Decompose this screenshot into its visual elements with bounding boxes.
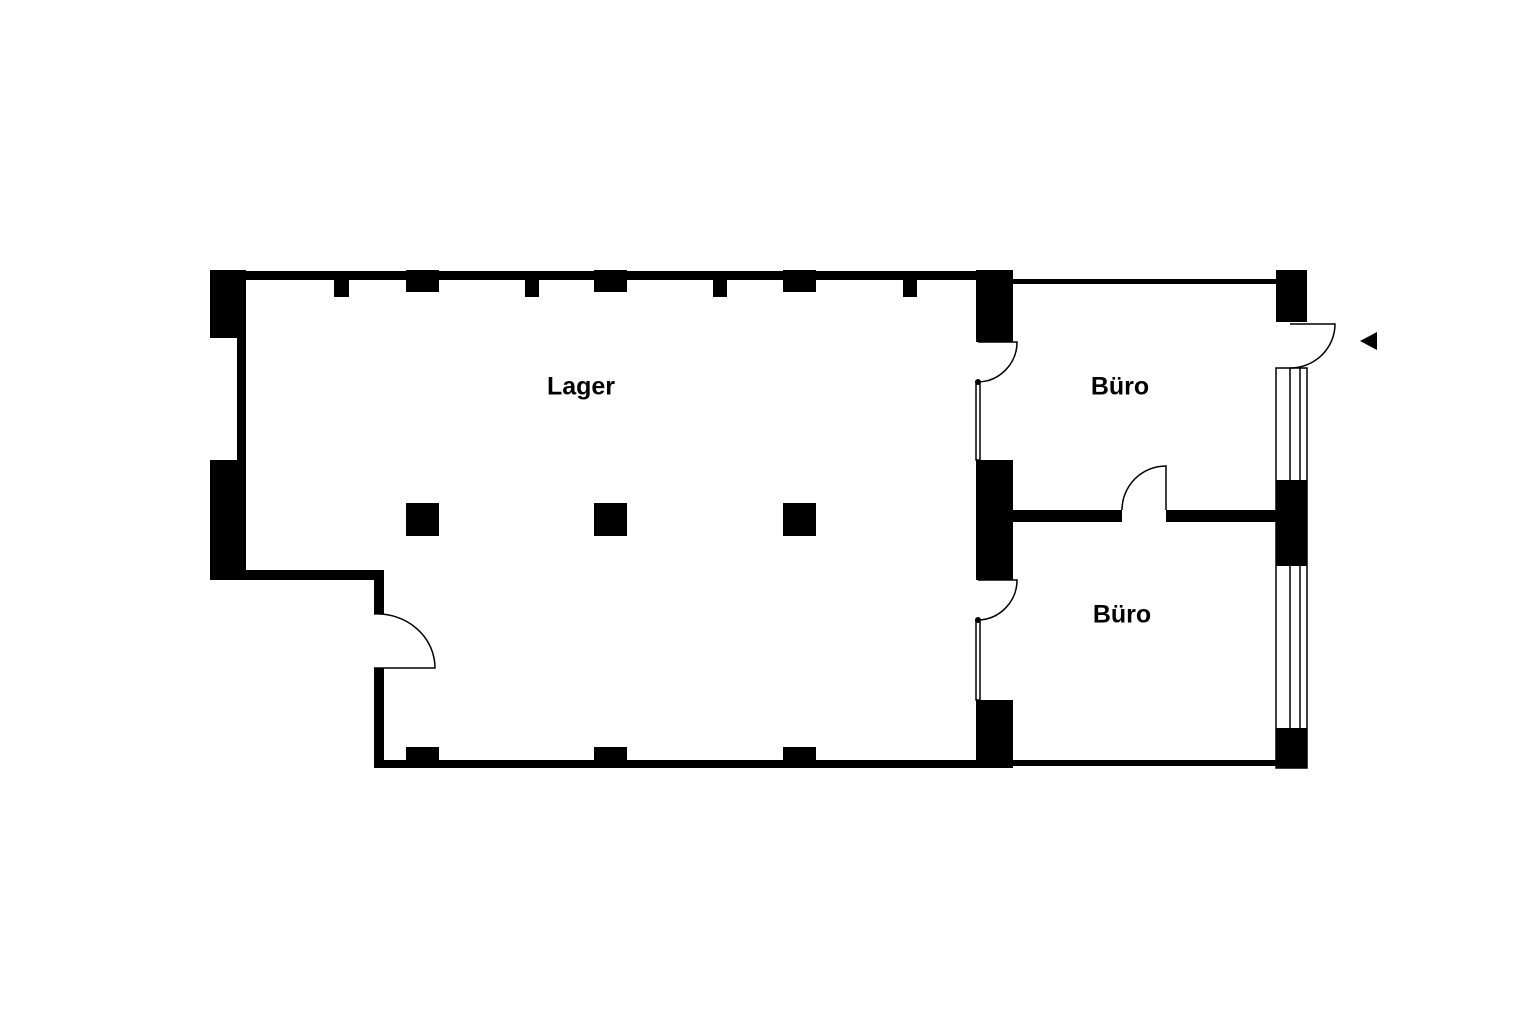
door-entrance [1289,323,1336,369]
exterior-walls [210,270,1276,768]
room-label-buero-bottom: Büro [1093,601,1151,629]
room-label-buero-top: Büro [1091,373,1149,401]
partition-wall [1013,510,1276,522]
columns [406,503,816,536]
door-partition [1121,465,1167,511]
middle-wall [975,270,1013,768]
doors [373,323,1336,669]
door-lager-left [373,613,436,669]
pillars [334,270,917,768]
right-facade [1275,270,1308,769]
room-label-lager: Lager [547,373,615,401]
door-buero-top [977,341,1018,383]
triangle-left-icon [1360,332,1377,350]
door-buero-bottom [977,579,1018,621]
